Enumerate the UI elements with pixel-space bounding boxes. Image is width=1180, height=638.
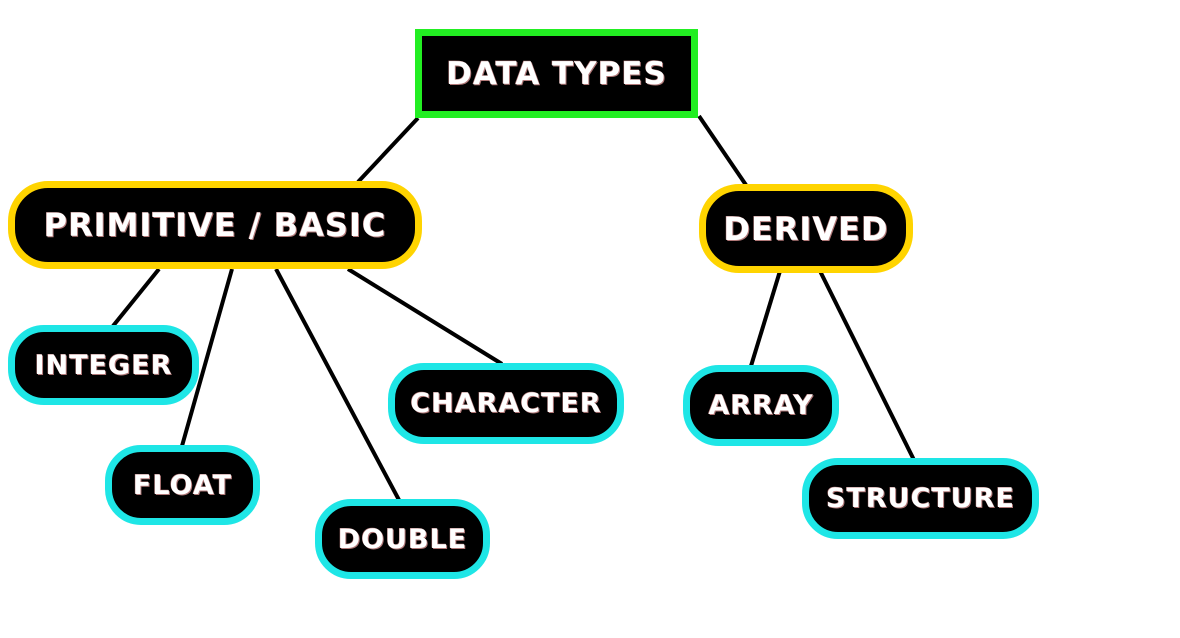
node-integer: INTEGER [8, 325, 199, 405]
edge-root-primitive [356, 116, 420, 184]
node-label: PRIMITIVE / BASIC [43, 206, 387, 244]
node-character: CHARACTER [388, 363, 624, 444]
node-label: DERIVED [723, 209, 889, 248]
node-double: DOUBLE [315, 499, 490, 579]
node-label: INTEGER [34, 349, 173, 381]
edge-primitive-integer [111, 267, 161, 328]
node-label: CHARACTER [410, 388, 602, 419]
node-label: DOUBLE [337, 523, 468, 555]
node-array: ARRAY [683, 365, 839, 446]
node-derived: DERIVED [699, 184, 913, 273]
edge-derived-array [749, 270, 782, 367]
node-label: FLOAT [132, 469, 233, 501]
node-data-types: DATA TYPES [415, 29, 698, 118]
edge-root-derived [697, 114, 748, 187]
node-label: ARRAY [708, 390, 814, 421]
edge-primitive-double [274, 268, 401, 501]
node-float: FLOAT [105, 445, 260, 525]
edge-primitive-float [180, 268, 234, 447]
node-primitive-basic: PRIMITIVE / BASIC [8, 181, 422, 269]
node-label: DATA TYPES [446, 55, 667, 92]
edge-primitive-character [346, 267, 504, 366]
node-structure: STRUCTURE [802, 458, 1039, 539]
edge-derived-structure [818, 270, 916, 461]
node-label: STRUCTURE [826, 483, 1015, 514]
